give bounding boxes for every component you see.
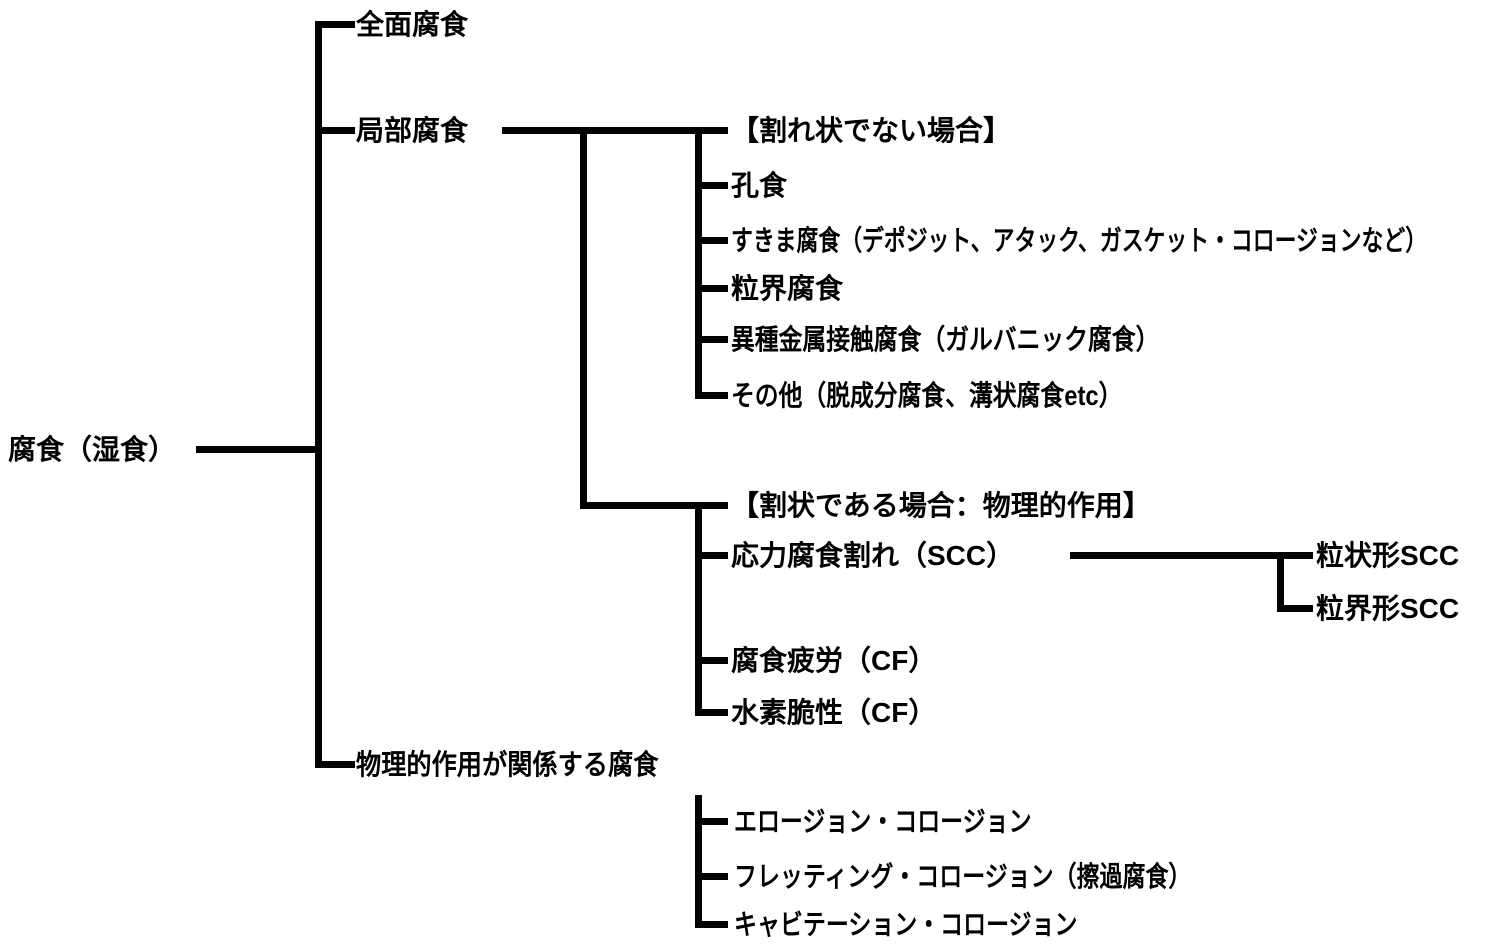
physical-group-trunk (695, 795, 702, 928)
main-trunk-line (315, 21, 322, 768)
localized-branch-line (502, 127, 728, 134)
connector-scc (695, 552, 728, 559)
connector-intergranular-corrosion (695, 285, 728, 292)
cracking-group-trunk (695, 502, 702, 716)
connector-galvanic-corrosion (695, 336, 728, 343)
node-general-corrosion: 全面腐食 (356, 9, 469, 40)
connector-cavitation-corrosion (695, 921, 728, 928)
node-hydrogen-embrittlement: 水素脆性（CF） (731, 697, 937, 728)
node-galvanic-corrosion: 異種金属接触腐食（ガルバニック腐食） (731, 324, 1160, 355)
connector-corrosion-fatigue (695, 657, 728, 664)
node-cavitation-corrosion: キャビテーション・コロージョン (734, 909, 1078, 940)
non-cracking-group-trunk (695, 127, 702, 399)
node-transgranular-scc: 粒状形SCC (1316, 540, 1460, 571)
node-pitting: 孔食 (731, 170, 788, 201)
node-other-corrosion: その他（脱成分腐食、溝状腐食etc） (731, 380, 1123, 411)
node-fretting-corrosion: フレッティング・コロージョン（擦過腐食） (734, 861, 1192, 892)
node-crevice-corrosion: すきま腐食（デポジット、アタック、ガスケット・コロージョンなど） (731, 225, 1428, 256)
connector-crevice-corrosion (695, 237, 728, 244)
node-stress-corrosion-cracking: 応力腐食割れ（SCC） (731, 540, 1015, 571)
connector-fretting-corrosion (695, 873, 728, 880)
node-intergranular-corrosion: 粒界腐食 (731, 273, 844, 304)
connector-other-corrosion (695, 392, 728, 399)
connector-erosion-corrosion (695, 818, 728, 825)
scc-children-trunk (1277, 552, 1284, 612)
localized-drop-line (580, 127, 587, 509)
cracking-group-branch-line (580, 502, 728, 509)
connector-physical-corrosion (315, 761, 355, 768)
root-connector-line (196, 446, 322, 453)
node-erosion-corrosion: エロージョン・コロージョン (734, 806, 1032, 837)
node-root-wet-corrosion: 腐食（湿食） (8, 434, 177, 465)
node-corrosion-fatigue: 腐食疲労（CF） (731, 645, 937, 676)
header-cracking-case: 【割状である場合：物理的作用】 (731, 490, 1151, 521)
node-intergranular-scc: 粒界形SCC (1316, 593, 1460, 624)
connector-intergranular-scc (1277, 605, 1313, 612)
node-physical-action-corrosion: 物理的作用が関係する腐食 (356, 749, 659, 780)
connector-hydrogen-embrittlement (695, 709, 728, 716)
connector-general-corrosion (315, 21, 355, 28)
node-localized-corrosion: 局部腐食 (356, 115, 469, 146)
connector-localized-corrosion (315, 127, 355, 134)
header-non-cracking-case: 【割れ状でない場合】 (731, 115, 1012, 146)
scc-branch-line (1070, 552, 1313, 559)
connector-pitting (695, 182, 728, 189)
